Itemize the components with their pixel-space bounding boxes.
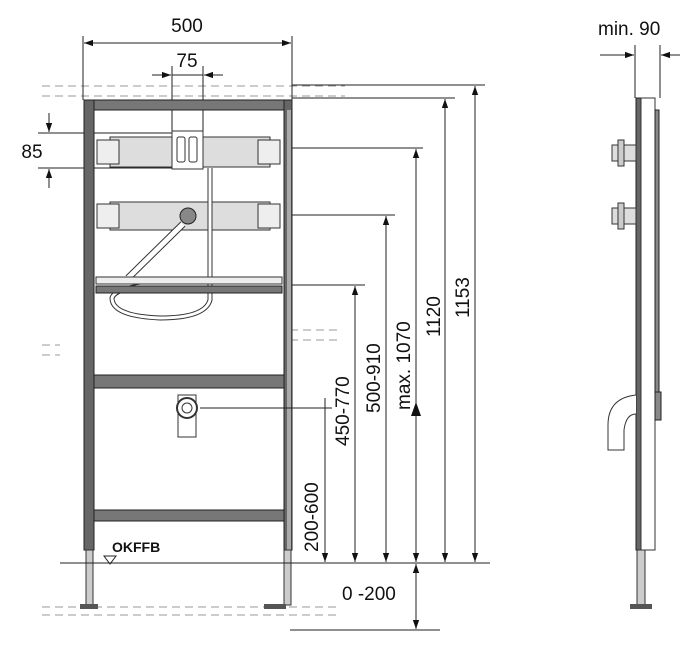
dim-200-600-label: 200-600 <box>302 482 323 552</box>
dimension-500: 500 <box>82 16 293 100</box>
dim-500-label: 500 <box>171 16 203 37</box>
dim-1120-label: 1120 <box>424 296 445 337</box>
dim-450-770-label: 450-770 <box>333 376 354 446</box>
dimension-85: 85 <box>21 113 172 188</box>
wall-lines <box>42 85 345 616</box>
okffb-label: OKFFB <box>112 539 160 555</box>
dim-1153-label: 1153 <box>453 277 474 318</box>
frame-front-view <box>80 99 293 609</box>
dim-0-200-label: 0 -200 <box>342 584 396 605</box>
floor-reference: OKFFB <box>60 539 490 631</box>
dim-max-1070-label: max. 1070 <box>394 321 415 410</box>
dim-min-90-label: min. 90 <box>598 19 660 40</box>
dimension-75: 75 <box>152 51 223 132</box>
height-dimensions: 200-600 450-770 500-910 max. 1070 1120 1… <box>302 86 479 629</box>
height-reference-lines <box>200 84 485 409</box>
dim-75-label: 75 <box>176 51 197 72</box>
dim-85-label: 85 <box>21 142 42 163</box>
frame-side-view: min. 90 <box>598 19 680 609</box>
dim-500-910-label: 500-910 <box>364 343 385 413</box>
